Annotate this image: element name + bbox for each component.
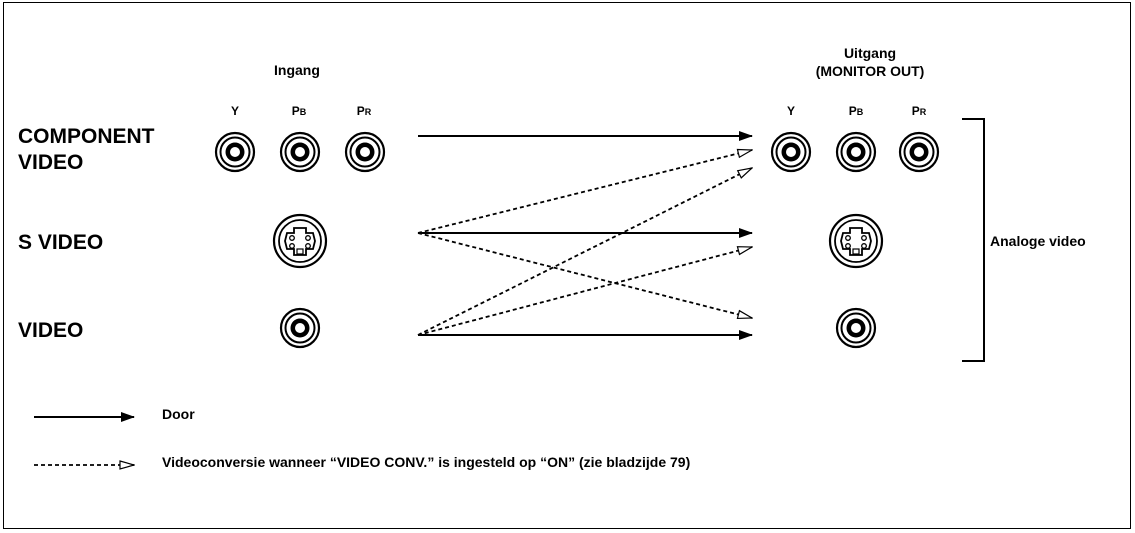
input-component-pr-jack [344,131,386,173]
output-svideo-jack [828,213,884,269]
output-header-line1: Uitgang [843,45,897,61]
output-video-jack [835,307,877,349]
input-pin-label-y: Y [230,104,239,118]
legend-solid-label: Door [162,406,195,422]
output-pin-label-pr: PR [911,104,927,118]
row-label-component-line2: VIDEO [18,151,84,174]
output-component-pb-jack [835,131,877,173]
bracket-label: Analoge video [990,233,1086,249]
dashed-arrow-svideo-to-component [417,150,752,234]
analog-video-bracket [962,118,985,362]
output-component-pr-jack [898,131,940,173]
input-component-pb-jack [279,131,321,173]
diagram-frame [3,2,1131,529]
row-label-video: VIDEO [18,319,84,342]
dashed-arrow-video-to-component [417,168,752,336]
input-header: Ingang [274,62,320,78]
output-pin-label-pb: PB [848,104,864,118]
row-label-component-line1: COMPONENT [18,125,155,148]
dashed-arrow-video-to-svideo [417,247,752,336]
output-header: Uitgang (MONITOR OUT) [795,44,945,80]
input-pin-label-pr: PR [356,104,372,118]
output-header-line2: (MONITOR OUT) [815,63,925,79]
input-svideo-jack [272,213,328,269]
input-video-jack [279,307,321,349]
legend-dashed-label: Videoconversie wanneer “VIDEO CONV.” is … [162,454,691,470]
output-component-y-jack [770,131,812,173]
row-label-component: COMPONENT VIDEO [18,124,155,176]
input-pin-label-pb: PB [291,104,307,118]
input-component-y-jack [214,131,256,173]
row-label-svideo: S VIDEO [18,231,104,254]
dashed-arrow-svideo-to-video [417,232,752,318]
output-pin-label-y: Y [786,104,795,118]
